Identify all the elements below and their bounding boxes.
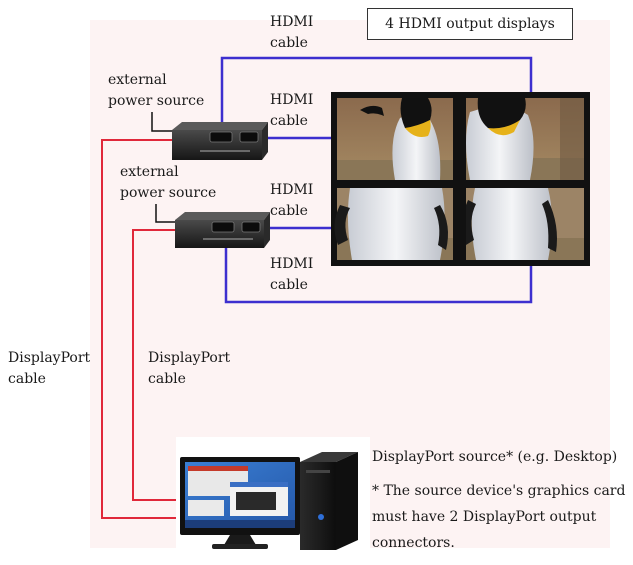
label-displayport-source: DisplayPort source* (e.g. Desktop): [372, 449, 618, 465]
hdmi-cable-bottom: [224, 233, 533, 304]
hdmi-cable-top: [220, 56, 533, 126]
displayport-cable-left: [101, 139, 180, 519]
hdmi-port-icon: [241, 221, 261, 233]
hdmi-port-icon: [211, 221, 235, 233]
power-leads: [151, 112, 178, 223]
source-note-line-1: * The source device's graphics card: [372, 483, 626, 499]
monitor: [180, 457, 300, 549]
video-wall: [331, 92, 590, 266]
display-top-left: [337, 98, 453, 180]
display-bottom-left: [334, 188, 453, 260]
displayport-cables: [101, 139, 180, 519]
hdmi-splitter-1: [172, 122, 268, 160]
hdmi-splitter-2: [175, 212, 270, 248]
hdmi-port-icon: [209, 131, 233, 143]
source-note-line-2: must have 2 DisplayPort output: [372, 509, 597, 525]
display-top-right: [466, 98, 584, 180]
diagram-title: 4 HDMI output displays: [367, 8, 573, 40]
hdmi-cables: [220, 56, 533, 304]
source-note-line-3: connectors.: [372, 535, 455, 551]
display-bottom-right: [462, 188, 584, 260]
desktop-computer: [176, 437, 370, 555]
hdmi-port-icon: [239, 131, 259, 143]
displayport-cable-mid: [132, 229, 180, 501]
pc-tower: [300, 452, 358, 550]
